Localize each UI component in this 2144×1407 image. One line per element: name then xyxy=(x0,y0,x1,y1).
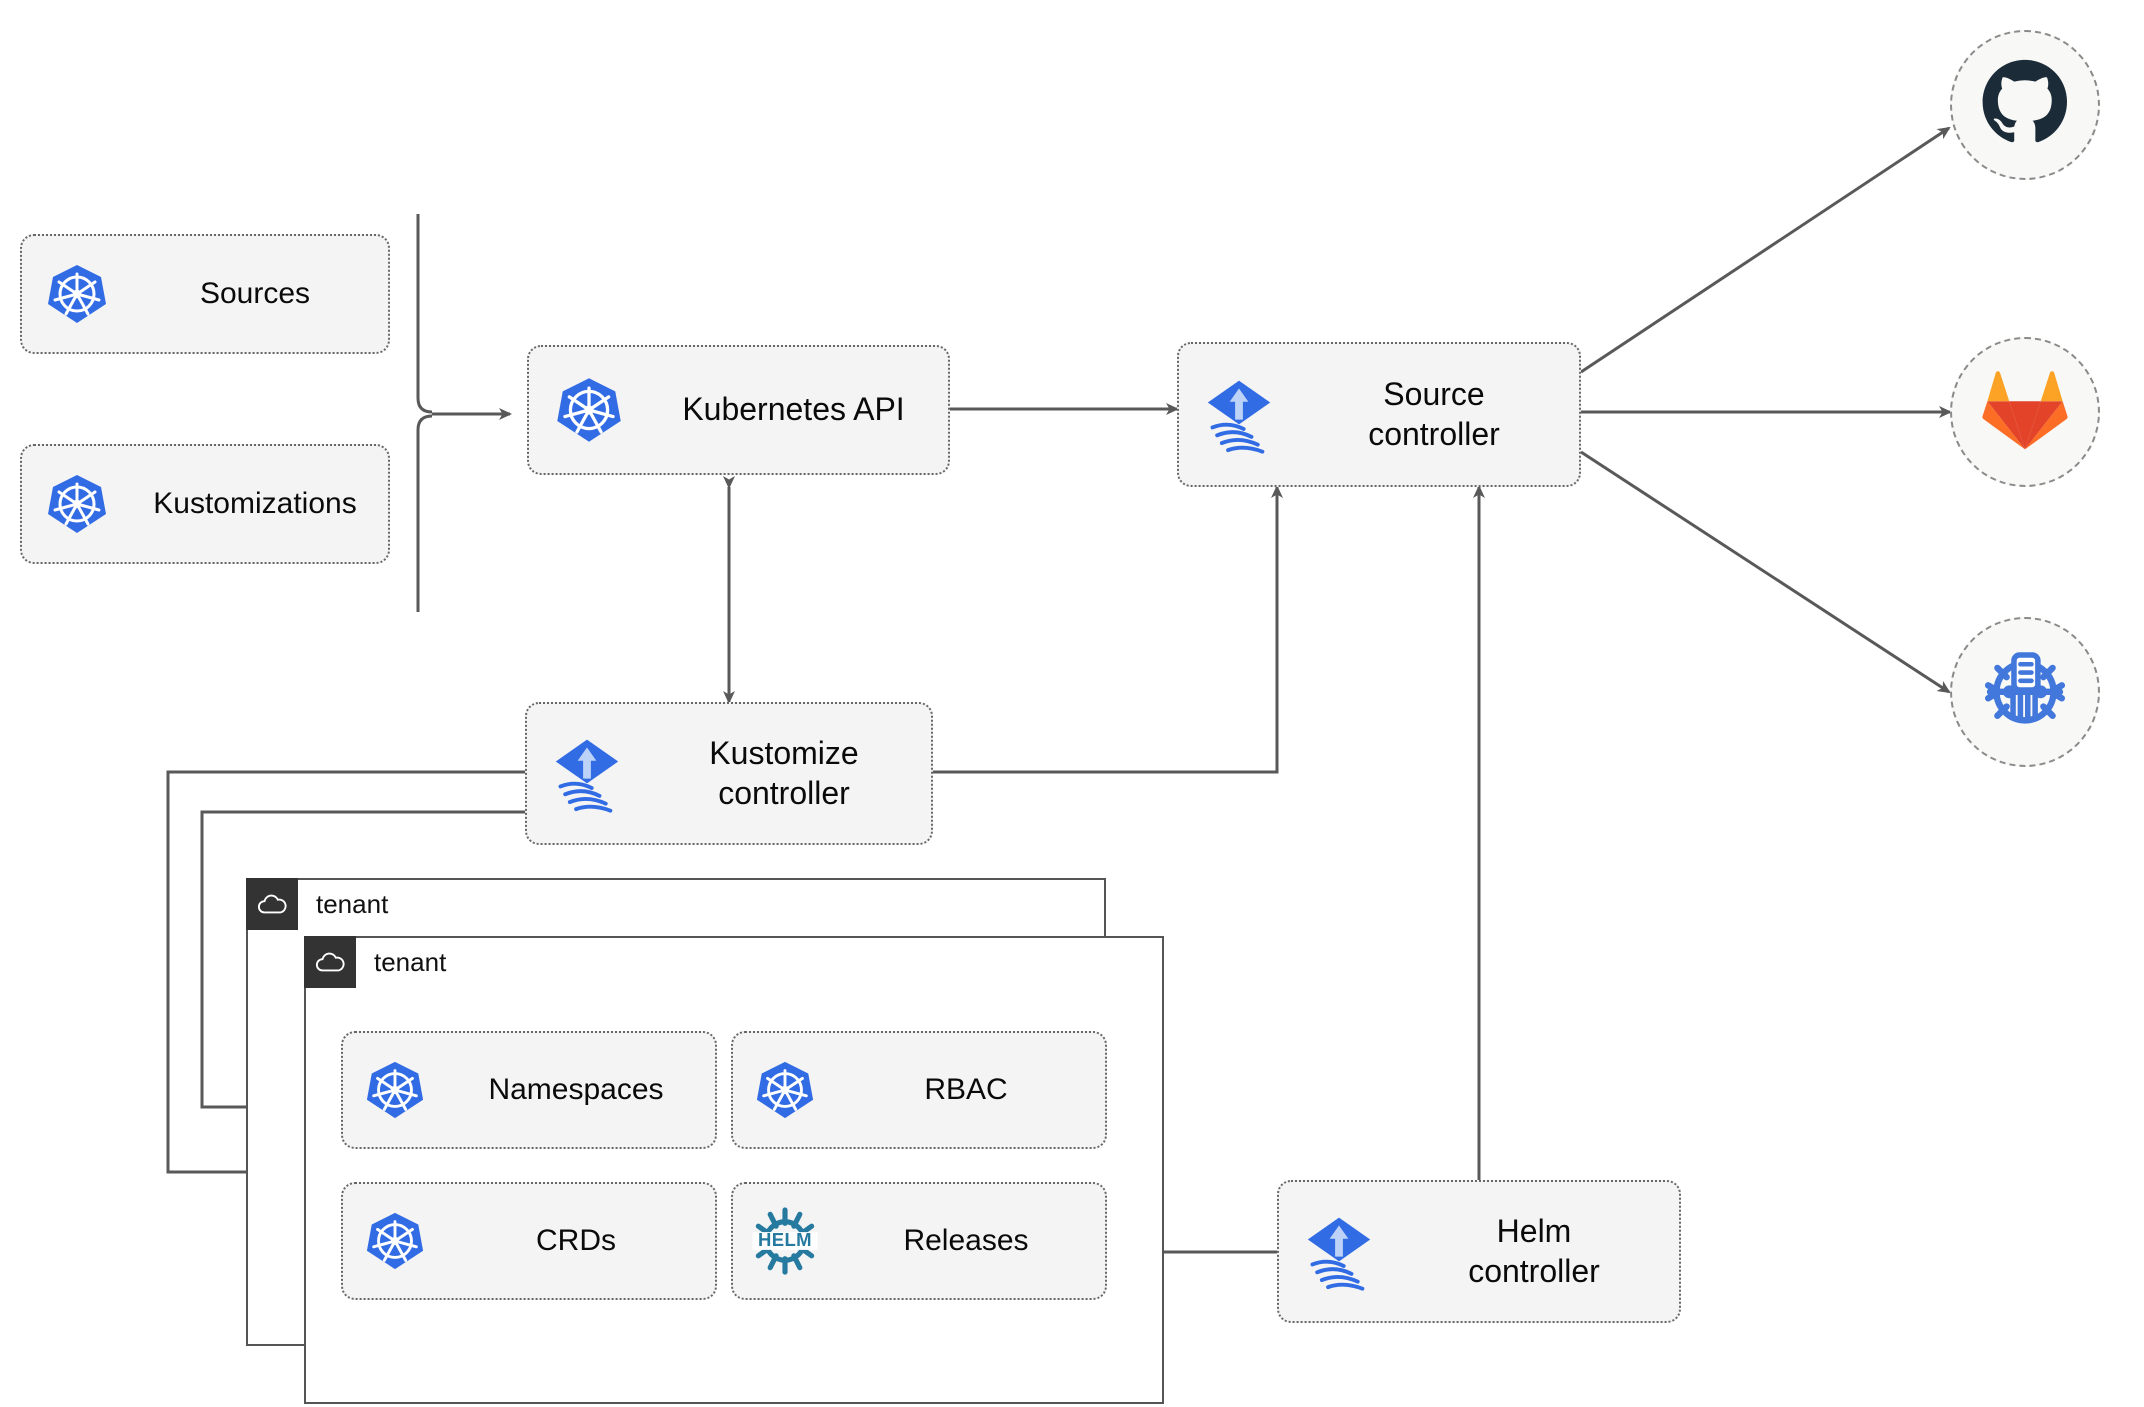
node-sources[interactable]: Sources xyxy=(20,234,390,354)
node-namespaces[interactable]: Namespaces xyxy=(341,1031,717,1149)
node-label: Kustomize controller xyxy=(647,734,931,812)
cloud-icon xyxy=(304,936,356,988)
node-label: Kubernetes API xyxy=(682,391,905,428)
kubernetes-icon xyxy=(343,1059,447,1121)
flux-icon xyxy=(1179,376,1299,454)
node-label: Releases xyxy=(903,1223,1029,1257)
wire-source-to-github xyxy=(1580,126,1951,374)
node-label-line1: Helm xyxy=(1496,1213,1572,1250)
node-helm-controller[interactable]: Helm controller xyxy=(1277,1180,1681,1323)
flux-icon xyxy=(527,735,647,813)
node-label-line1: Kustomize xyxy=(709,735,859,772)
node-label: Namespaces xyxy=(488,1072,664,1106)
svg-text:HELM: HELM xyxy=(758,1229,812,1250)
tenant-tab-front: tenant xyxy=(304,936,446,988)
wire-source-to-bucket xyxy=(1580,450,1951,694)
node-releases[interactable]: HELM Releases xyxy=(731,1182,1107,1300)
node-kustomizations[interactable]: Kustomizations xyxy=(20,444,390,564)
node-label: Kustomizations xyxy=(153,486,357,520)
provider-github[interactable] xyxy=(1950,30,2100,180)
kubernetes-icon xyxy=(733,1059,837,1121)
kubernetes-icon xyxy=(22,262,132,326)
node-label-line2: controller xyxy=(718,774,850,811)
wire-kustomize-to-source xyxy=(933,485,1283,774)
bracket-upper xyxy=(416,214,433,414)
node-kubernetes-api[interactable]: Kubernetes API xyxy=(527,345,950,475)
tenant-tab-back: tenant xyxy=(246,878,388,930)
tenant-label: tenant xyxy=(374,946,447,977)
node-rbac[interactable]: RBAC xyxy=(731,1031,1107,1149)
tenant-label: tenant xyxy=(316,888,389,919)
tenant-panel-front[interactable]: tenant xyxy=(304,936,1164,1404)
kubernetes-icon xyxy=(529,375,649,445)
node-label: RBAC xyxy=(924,1072,1008,1106)
provider-helm-repository[interactable] xyxy=(1950,617,2100,767)
node-label: Sources xyxy=(199,276,311,310)
node-label: CRDs xyxy=(536,1223,616,1257)
node-label-line1: Source xyxy=(1383,376,1485,413)
node-crds[interactable]: CRDs xyxy=(341,1182,717,1300)
node-kustomize-controller[interactable]: Kustomize controller xyxy=(525,702,933,845)
helm-repository-icon xyxy=(1979,644,2071,741)
node-label: Source controller xyxy=(1299,375,1579,453)
node-label-line2: controller xyxy=(1468,1252,1600,1289)
flux-icon xyxy=(1279,1213,1399,1291)
cloud-icon xyxy=(246,878,298,930)
node-label-line2: controller xyxy=(1368,415,1500,452)
bracket-lower xyxy=(416,414,433,612)
provider-gitlab[interactable] xyxy=(1950,337,2100,487)
helm-icon: HELM xyxy=(733,1204,837,1278)
github-icon xyxy=(1980,58,2070,153)
kubernetes-icon xyxy=(343,1210,447,1272)
node-label: Helm controller xyxy=(1399,1212,1679,1290)
node-source-controller[interactable]: Source controller xyxy=(1177,342,1581,487)
kubernetes-icon xyxy=(22,472,132,536)
gitlab-icon xyxy=(1981,368,2069,457)
